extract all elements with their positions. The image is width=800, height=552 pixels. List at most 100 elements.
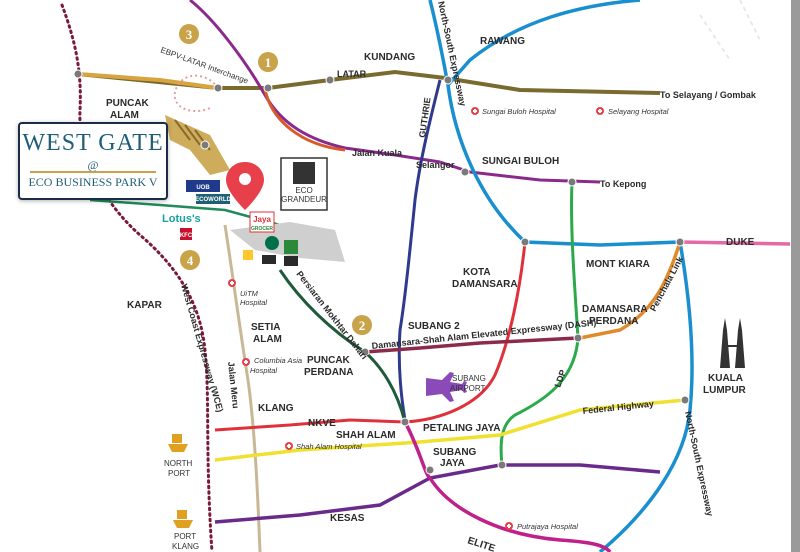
federal-highway-route: [214, 398, 686, 462]
hospital-sungai-buloh: Sungai Buloh Hospital: [482, 107, 556, 116]
wce-route: [60, 3, 214, 552]
elite-route: [403, 421, 612, 552]
interchange-loop: [173, 74, 219, 112]
location-pin-icon: [226, 162, 264, 210]
brand-logo-small-2: [284, 240, 298, 254]
number-label-2: 2: [359, 318, 366, 333]
place-setia-alam-2: ALAM: [253, 334, 282, 345]
brand-logo-small-3: [284, 256, 298, 266]
road-latar: LATAR: [337, 69, 367, 79]
road-jalan-kuala: Jalan Kuala: [352, 148, 403, 158]
place-rawang: RAWANG: [480, 36, 525, 47]
ecoworld-logo: [196, 194, 230, 204]
nkve-route: [214, 418, 406, 432]
road-wce: West Coast Expressway (WCE): [179, 283, 225, 413]
north-south-route-bottom: [598, 241, 694, 552]
node-damansara-perdana: [573, 333, 583, 343]
latar-route: [77, 69, 661, 95]
place-subang-airport-2: AIRPORT: [450, 384, 486, 393]
ldp-route: [499, 181, 580, 466]
road-mokhtar-dahari: Persiaran Mokhtar Dahari: [294, 269, 369, 361]
place-puncak-alam-2: ALAM: [110, 110, 139, 121]
place-kapar: KAPAR: [127, 300, 163, 311]
place-kuala-lumpur-1: KUALA: [708, 373, 743, 384]
road-to-selayang: To Selayang / Gombak: [660, 90, 757, 100]
westgate-logo-box: WEST GATE @ ECO BUSINESS PARK V: [18, 122, 168, 200]
road-duke: DUKE: [726, 237, 755, 248]
place-sungai-buloh: SUNGAI BULOH: [482, 156, 559, 167]
place-petaling-jaya: PETALING JAYA: [423, 423, 500, 434]
number-marker-2: [352, 315, 372, 335]
place-port-klang-1: PORT: [174, 532, 196, 541]
place-puncak-perdana-2: PERDANA: [304, 367, 353, 378]
hospital-selayang: Selayang Hospital: [608, 107, 669, 116]
svg-text:UOB: UOB: [196, 185, 210, 191]
penchala-link-route: [579, 241, 682, 340]
jaya-grocer-logo: [249, 211, 275, 233]
hospital-uitm-1: UiTM: [240, 289, 259, 298]
node-federal-end: [680, 395, 690, 405]
road-north-south-bottom: North-South Expressway: [683, 410, 715, 517]
hospital-putrajaya: Putrajaya Hospital: [517, 522, 578, 531]
westgate-divider: [30, 171, 156, 173]
eco-grandeur-logo: ECO GRANDEUR: [280, 157, 328, 211]
hospital-uitm-2: Hospital: [240, 298, 267, 307]
red-route-east: [404, 241, 527, 424]
number-label-4: 4: [187, 253, 194, 268]
duke-route: [679, 240, 791, 246]
node-petaling-jaya: [400, 417, 410, 427]
place-subang-2: SUBANG 2: [408, 321, 460, 332]
kfc-logo: [180, 228, 192, 240]
node-rawang: [443, 75, 453, 85]
brand-logo-small-1: [262, 255, 276, 264]
jalan-meru-route: [223, 224, 262, 552]
number-marker-3: [179, 24, 199, 44]
node-subang-jaya-e: [497, 460, 507, 470]
westgate-at: @: [87, 158, 99, 172]
road-nkve: NKVE: [308, 418, 336, 429]
place-subang-jaya-2: JAYA: [440, 458, 465, 469]
latar-route-west: [77, 72, 219, 90]
place-subang-jaya-1: SUBANG: [433, 447, 477, 458]
node-latar-3: [325, 75, 335, 85]
uob-logo: [186, 180, 220, 192]
place-puncak-perdana-1: PUNCAK: [307, 355, 351, 366]
place-mont-kiara: MONT KIARA: [586, 259, 650, 270]
place-klang: KLANG: [258, 403, 294, 414]
road-federal-highway: Federal Highway: [582, 399, 654, 416]
node-kota-damansara: [520, 237, 530, 247]
place-subang-airport-1: SUBANG: [452, 374, 486, 383]
place-kundang: KUNDANG: [364, 52, 415, 63]
place-north-port-2: PORT: [168, 469, 190, 478]
westgate-title: WEST GATE: [22, 130, 164, 156]
road-jalan-meru: Jalan Meru: [226, 361, 241, 409]
north-port-ship-icon: [168, 434, 188, 452]
road-penchala: Penchala Link: [648, 254, 686, 313]
place-damansara-perdana-2: PERDANA: [589, 316, 638, 327]
node-latar-1: [213, 83, 223, 93]
road-dash: Damansara-Shah Alam Elevated Expressway …: [371, 317, 597, 351]
hospital-columbia-1: Columbia Asia: [254, 356, 302, 365]
road-elite: ELITE: [466, 535, 497, 552]
number-marker-4: [180, 250, 200, 270]
westgate-subtitle: ECO BUSINESS PARK V: [28, 175, 158, 189]
svg-text:ECOWORLD: ECOWORLD: [195, 197, 231, 203]
hospital-shah-alam: Shah Alam Hospital: [296, 442, 362, 451]
road-kesas: KESAS: [330, 513, 365, 524]
road-to-kepong: To Kepong: [600, 179, 646, 189]
node-duke: [675, 237, 685, 247]
node-westgate: [200, 140, 210, 150]
road-selangor: Selangor: [416, 160, 455, 170]
guthrie-route: [397, 79, 442, 421]
svg-text:ECO: ECO: [295, 186, 312, 195]
place-shah-alam: SHAH ALAM: [336, 430, 396, 441]
place-kota-damansara-2: DAMANSARA: [452, 279, 518, 290]
right-edge-strip: [791, 0, 800, 552]
development-area: [165, 115, 230, 175]
orange-link-route: [263, 89, 346, 152]
north-south-route-top: [428, 0, 681, 247]
node-kepong: [567, 177, 577, 187]
node-puncak-alam: [73, 69, 83, 79]
place-setia-alam-1: SETIA: [251, 322, 280, 333]
